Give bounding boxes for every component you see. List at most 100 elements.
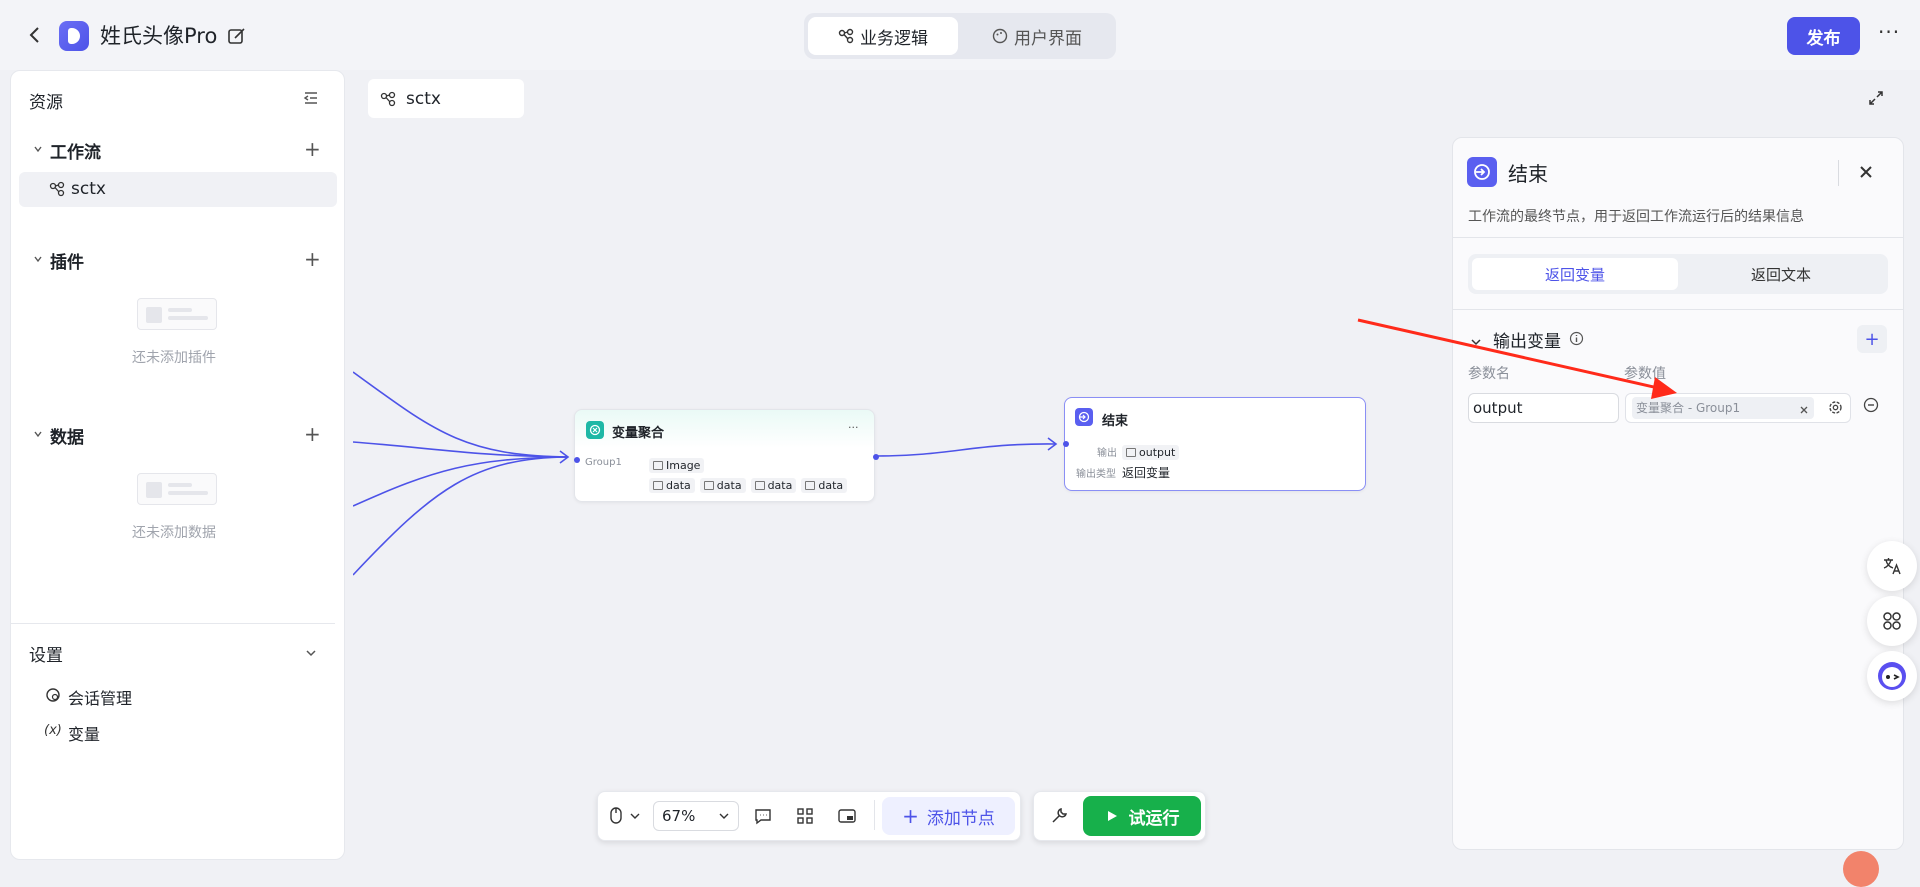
workflow-icon bbox=[49, 181, 65, 201]
add-plugin-icon[interactable]: + bbox=[304, 247, 321, 271]
translate-icon[interactable] bbox=[1867, 541, 1917, 591]
end-node-icon bbox=[1467, 157, 1497, 187]
data-section-title[interactable]: 数据 bbox=[50, 428, 84, 448]
aggregate-node-title: 变量聚合 bbox=[612, 426, 665, 441]
wrench-icon[interactable] bbox=[1049, 806, 1069, 830]
node-config-panel bbox=[1452, 137, 1904, 850]
sidebar-item-session-management[interactable]: 会话管理 bbox=[68, 689, 133, 708]
empty-data-placeholder-icon bbox=[137, 473, 217, 505]
group-label: Group1 bbox=[585, 457, 622, 468]
collapse-sidebar-icon[interactable] bbox=[303, 90, 319, 110]
node-more-icon[interactable]: ··· bbox=[848, 421, 859, 434]
add-node-label: 添加节点 bbox=[926, 808, 995, 829]
empty-plugin-placeholder-icon bbox=[137, 298, 217, 330]
mode-switch: 业务逻辑 用户界面 bbox=[804, 13, 1116, 59]
chevron-down-icon[interactable] bbox=[304, 645, 318, 664]
test-run-button[interactable]: 试运行 bbox=[1083, 796, 1201, 836]
data-chip: data bbox=[649, 478, 695, 493]
tab-return-text[interactable]: 返回文本 bbox=[1750, 265, 1811, 284]
back-arrow-icon[interactable] bbox=[24, 24, 46, 46]
output-type-label: 输出类型 bbox=[1076, 469, 1116, 480]
image-icon bbox=[1126, 448, 1136, 457]
tab-user-interface[interactable]: 用户界面 bbox=[962, 17, 1112, 55]
tab-label: 用户界面 bbox=[1014, 28, 1082, 49]
image-icon bbox=[754, 481, 765, 490]
workflow-section-title[interactable]: 工作流 bbox=[50, 143, 101, 163]
zoom-select[interactable]: 67% bbox=[653, 801, 739, 831]
image-chip: Image bbox=[649, 455, 705, 474]
settings-section-title[interactable]: 设置 bbox=[29, 646, 63, 666]
tab-business-logic[interactable]: 业务逻辑 bbox=[808, 17, 958, 55]
assistant-avatar-icon[interactable] bbox=[1867, 651, 1917, 701]
connection-lines bbox=[353, 371, 1058, 576]
fullscreen-icon[interactable] bbox=[1867, 89, 1885, 111]
play-icon bbox=[1107, 811, 1117, 821]
chat-gear-icon bbox=[45, 687, 61, 707]
workflow-icon bbox=[380, 91, 396, 106]
divider bbox=[874, 800, 875, 830]
tab-label: 业务逻辑 bbox=[860, 28, 928, 49]
output-type-value: 返回变量 bbox=[1122, 466, 1171, 480]
workflow-tag-label: sctx bbox=[406, 88, 441, 109]
zoom-value: 67% bbox=[662, 807, 696, 825]
sidebar-item-sctx[interactable] bbox=[19, 172, 337, 207]
add-output-variable-button[interactable]: + bbox=[1857, 325, 1887, 353]
param-name-input[interactable]: output bbox=[1468, 393, 1619, 423]
auto-layout-icon[interactable] bbox=[795, 806, 815, 830]
divider bbox=[10, 623, 335, 624]
data-chips-row: data data data data bbox=[649, 478, 848, 493]
annotation-arrow bbox=[1357, 318, 1677, 399]
column-param-name: 参数名 bbox=[1468, 366, 1510, 382]
chevron-down-icon[interactable] bbox=[1470, 333, 1482, 352]
divider bbox=[1838, 160, 1839, 186]
input-port[interactable] bbox=[574, 457, 580, 463]
remove-variable-icon[interactable] bbox=[1863, 397, 1879, 417]
test-run-label: 试运行 bbox=[1128, 808, 1180, 829]
data-empty-text: 还未添加数据 bbox=[132, 525, 216, 541]
more-options-icon[interactable]: ··· bbox=[1878, 20, 1901, 44]
sidebar-title: 资源 bbox=[29, 93, 63, 113]
app-title: 姓氏头像Pro bbox=[100, 24, 218, 48]
publish-button[interactable]: 发布 bbox=[1787, 17, 1860, 55]
app-logo bbox=[59, 21, 89, 51]
data-chip: data bbox=[801, 478, 848, 493]
input-port[interactable] bbox=[1063, 441, 1069, 447]
plus-icon: + bbox=[902, 804, 919, 828]
palette-icon bbox=[992, 28, 1008, 44]
workflow-icon bbox=[838, 28, 854, 44]
clear-reference-icon[interactable] bbox=[1798, 401, 1810, 420]
add-node-button[interactable]: + 添加节点 bbox=[882, 797, 1015, 835]
settings-gear-icon[interactable] bbox=[1827, 399, 1844, 420]
add-data-icon[interactable]: + bbox=[304, 422, 321, 446]
divider bbox=[1452, 237, 1904, 238]
minimap-icon[interactable] bbox=[837, 806, 857, 830]
panel-title[interactable]: 结束 bbox=[1508, 162, 1548, 186]
top-bar: 姓氏头像Pro 业务逻辑 用户界面 发布 ··· bbox=[0, 0, 1920, 70]
panel-description: 工作流的最终节点，用于返回工作流运行后的结果信息 bbox=[1468, 209, 1804, 225]
sidebar-item-variables[interactable]: 变量 bbox=[68, 725, 101, 744]
sidebar-item-label: sctx bbox=[71, 179, 106, 199]
aggregate-node-icon bbox=[586, 421, 604, 439]
comment-icon[interactable] bbox=[753, 806, 773, 830]
end-node[interactable] bbox=[1064, 397, 1366, 491]
image-icon bbox=[805, 481, 816, 490]
divider bbox=[1452, 309, 1904, 310]
chevron-down-icon[interactable] bbox=[33, 429, 43, 442]
image-icon bbox=[653, 481, 663, 490]
output-label: 输出 bbox=[1097, 448, 1117, 459]
mascot-icon[interactable] bbox=[1843, 851, 1879, 887]
variable-icon: (x) bbox=[44, 723, 62, 738]
add-workflow-icon[interactable]: + bbox=[304, 137, 321, 161]
end-node-icon bbox=[1075, 408, 1093, 426]
chevron-down-icon[interactable] bbox=[33, 254, 43, 267]
close-icon[interactable] bbox=[1857, 163, 1875, 185]
mouse-mode-icon[interactable] bbox=[609, 807, 643, 829]
apps-icon[interactable] bbox=[1867, 596, 1917, 646]
plugin-section-title[interactable]: 插件 bbox=[50, 253, 84, 273]
edit-icon[interactable] bbox=[227, 26, 247, 46]
output-port[interactable] bbox=[873, 454, 879, 460]
chevron-down-icon[interactable] bbox=[33, 144, 43, 157]
tab-return-variable[interactable]: 返回变量 bbox=[1472, 258, 1678, 290]
info-icon[interactable] bbox=[1569, 331, 1584, 350]
chevron-down-icon bbox=[719, 813, 729, 819]
